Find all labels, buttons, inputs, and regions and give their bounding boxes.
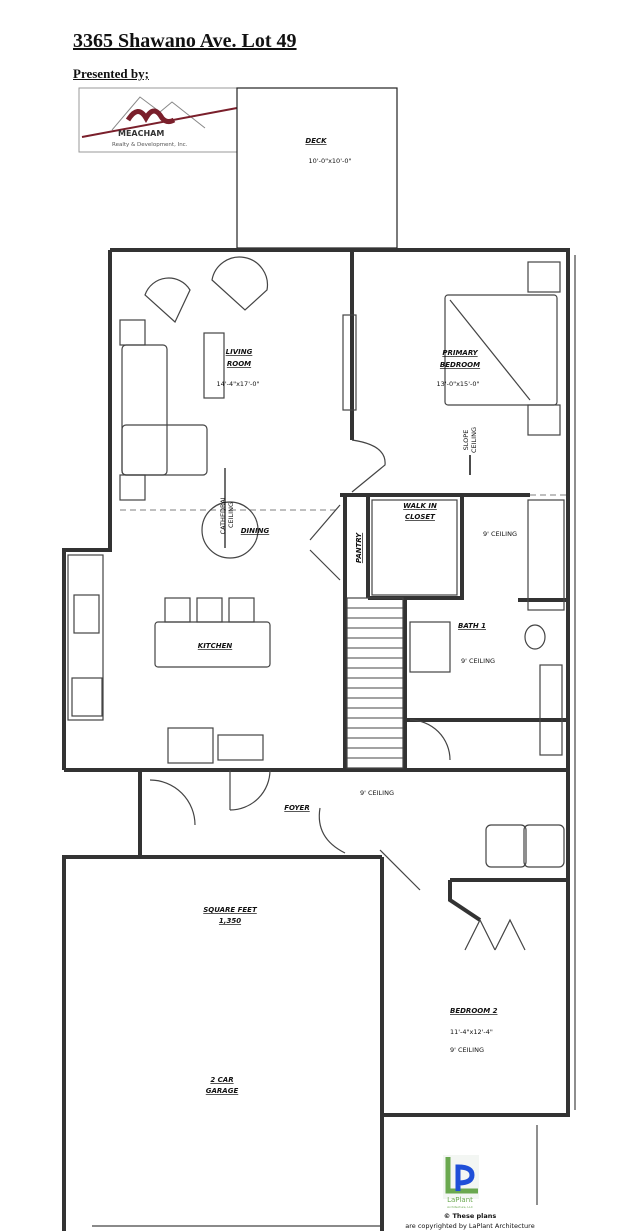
exterior-walls bbox=[62, 248, 576, 1231]
bath-1-label: BATH 1 bbox=[458, 622, 486, 630]
primary-bedroom-label-2: BEDROOM bbox=[440, 361, 480, 369]
primary-bedroom-dims: 13'-0"x15'-0" bbox=[437, 380, 480, 388]
kitchen-label: KITCHEN bbox=[198, 642, 233, 650]
slope-ceiling-label-2: CEILING bbox=[470, 427, 478, 453]
interior-walls bbox=[120, 250, 568, 922]
staircase bbox=[346, 597, 404, 769]
living-room-label-2: ROOM bbox=[227, 360, 251, 368]
closet-ceiling-label: 9' CEILING bbox=[483, 530, 517, 538]
laplant-logo: LaPlant Architecture, LLC © These plans … bbox=[388, 1155, 556, 1231]
meacham-logo: MEACHAM Realty & Development, Inc. bbox=[78, 87, 238, 153]
copyright-line-2: are copyrighted by LaPlant Architecture bbox=[405, 1222, 534, 1230]
living-room-dims: 14'-4"x17'-0" bbox=[217, 380, 260, 388]
laplant-subtitle: Architecture, LLC bbox=[447, 1205, 473, 1209]
furniture bbox=[67, 256, 565, 951]
dining-label: DINING bbox=[241, 527, 270, 535]
bedroom-2-dims: 11'-4"x12'-4" bbox=[450, 1028, 493, 1036]
foyer-ceiling-label: 9' CEILING bbox=[360, 789, 394, 797]
deck-label: DECK bbox=[305, 137, 327, 145]
deck-dims: 10'-0"x10'-0" bbox=[309, 157, 352, 165]
slope-ceiling-label: SLOPE bbox=[462, 430, 470, 451]
living-room-label: LIVING bbox=[226, 348, 253, 356]
laplant-name: LaPlant bbox=[447, 1196, 473, 1204]
presented-by-label: Presented by; bbox=[73, 66, 149, 81]
square-feet-label: SQUARE FEET bbox=[203, 906, 258, 914]
square-feet-value: 1,350 bbox=[219, 917, 241, 925]
bedroom-2-ceiling: 9' CEILING bbox=[450, 1046, 484, 1054]
meacham-name: MEACHAM bbox=[118, 129, 164, 138]
cathedral-ceiling-label-2: CEILING bbox=[227, 502, 235, 528]
meacham-tagline: Realty & Development, Inc. bbox=[112, 142, 188, 148]
walk-in-closet-label-2: CLOSET bbox=[405, 513, 436, 521]
bath-ceiling-label: 9' CEILING bbox=[461, 657, 495, 665]
copyright-line-1: © These plans bbox=[444, 1212, 497, 1220]
garage-label-2: GARAGE bbox=[206, 1087, 239, 1095]
bedroom-2-label: BEDROOM 2 bbox=[450, 1007, 498, 1015]
deck-outline bbox=[236, 87, 398, 249]
primary-bedroom-label: PRIMARY bbox=[442, 349, 478, 357]
pantry-label: PANTRY bbox=[355, 532, 363, 563]
walk-in-closet-label: WALK IN bbox=[403, 502, 437, 510]
garage-label: 2 CAR bbox=[210, 1076, 233, 1084]
cathedral-ceiling-label: CATHEDRAL bbox=[219, 495, 227, 534]
page-title: 3365 Shawano Ave. Lot 49 bbox=[73, 30, 297, 52]
room-labels: 10'-0"x10'-0" DECK LIVING ROOM 14'-4"x17… bbox=[198, 137, 517, 1095]
foyer-label: FOYER bbox=[284, 804, 309, 812]
